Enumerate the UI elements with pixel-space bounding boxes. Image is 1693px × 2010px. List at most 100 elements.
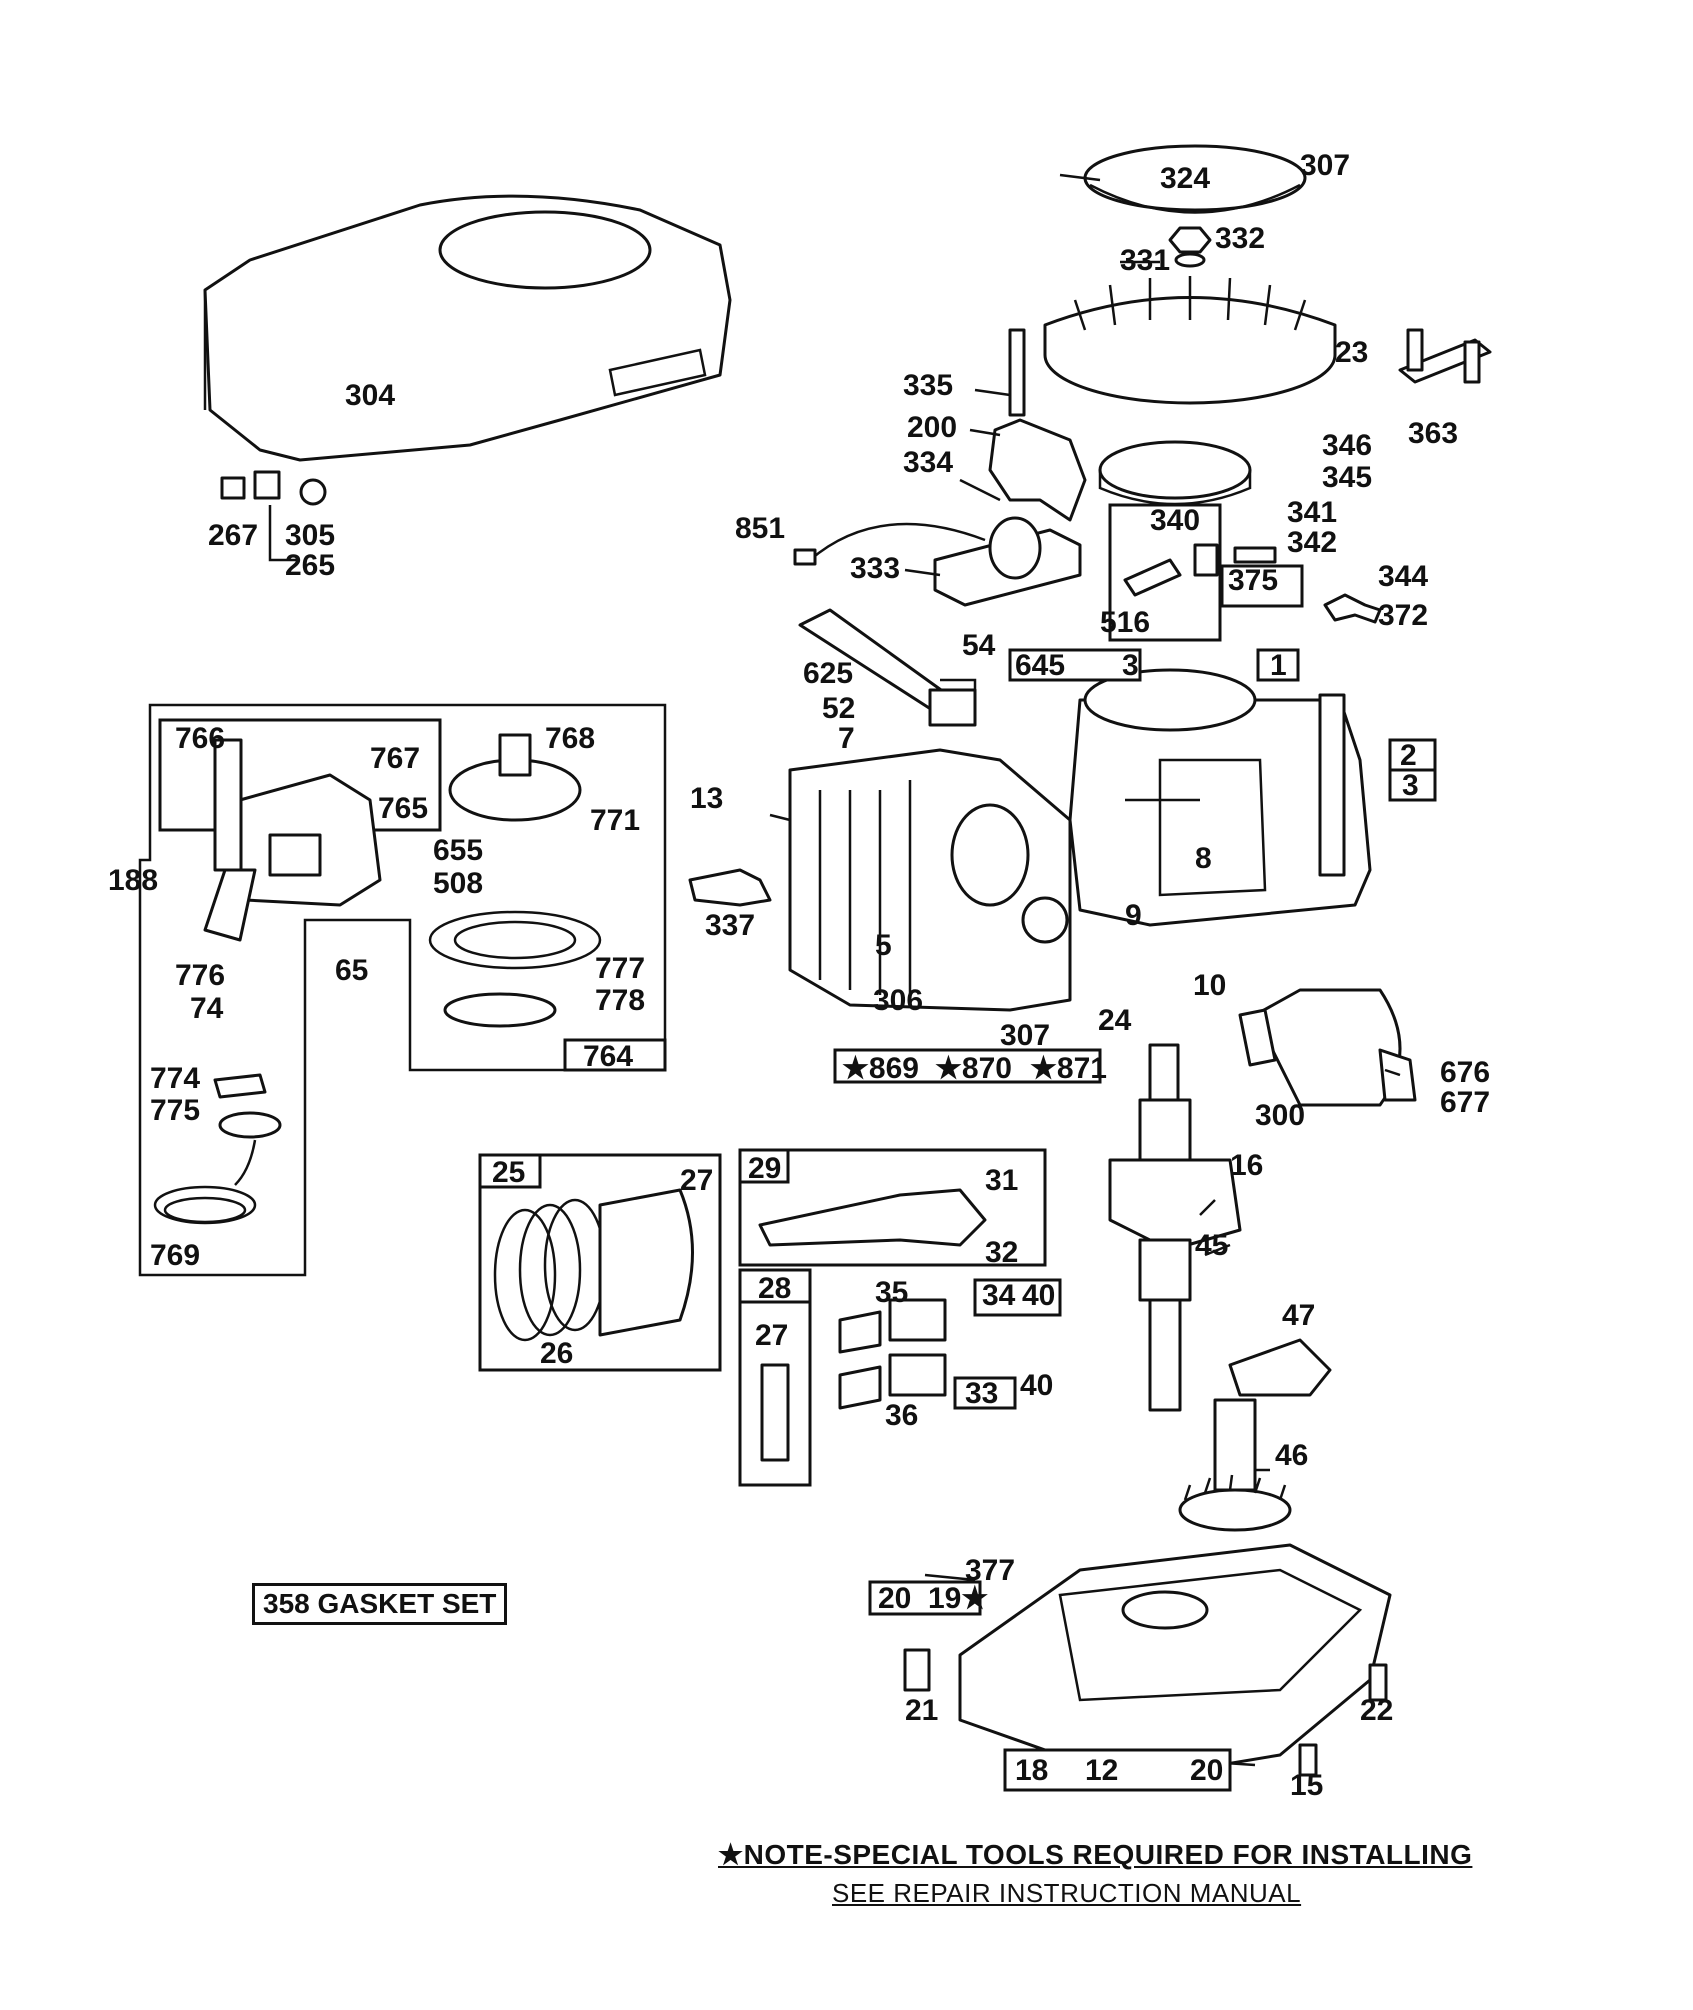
label-335: 335 <box>903 369 953 402</box>
label-1: 1 <box>1270 649 1287 682</box>
spark-plug <box>688 868 772 907</box>
crankshaft <box>1108 1043 1242 1412</box>
label-346: 346 <box>1322 429 1372 462</box>
label-265: 265 <box>285 549 335 582</box>
label-645: 645 <box>1015 649 1065 682</box>
label-625: 625 <box>803 657 853 690</box>
label-871-num: 871 <box>1057 1052 1107 1085</box>
flywheel-nut <box>1168 226 1212 268</box>
brake-bracket <box>988 328 1087 522</box>
brake-parts-box <box>1108 503 1304 642</box>
label-26: 26 <box>540 1337 573 1370</box>
label-20a: 20 <box>878 1582 911 1615</box>
label-768: 768 <box>545 722 595 755</box>
label-304: 304 <box>345 379 395 412</box>
label-33: 33 <box>965 1377 998 1410</box>
label-27a: 27 <box>680 1164 713 1197</box>
label-870: ★870 <box>935 1052 1012 1085</box>
label-851: 851 <box>735 512 785 545</box>
label-334: 334 <box>903 446 953 479</box>
governor-gear <box>1228 1338 1332 1397</box>
label-22: 22 <box>1360 1694 1393 1727</box>
label-341: 341 <box>1287 496 1337 529</box>
label-375: 375 <box>1228 564 1278 597</box>
label-25: 25 <box>492 1156 525 1189</box>
label-331: 331 <box>1120 244 1170 277</box>
label-13: 13 <box>690 782 723 815</box>
label-776: 776 <box>175 959 225 992</box>
label-676: 676 <box>1440 1056 1490 1089</box>
label-45: 45 <box>1195 1229 1228 1262</box>
label-345: 345 <box>1322 461 1372 494</box>
valve-springs <box>838 1278 1062 1410</box>
label-342: 342 <box>1287 526 1337 559</box>
label-516: 516 <box>1100 606 1150 639</box>
piston-kit-box <box>478 1153 722 1372</box>
label-771: 771 <box>590 804 640 837</box>
label-15: 15 <box>1290 1769 1323 1802</box>
label-300: 300 <box>1255 1099 1305 1132</box>
clip-372 <box>1323 593 1382 624</box>
label-677: 677 <box>1440 1086 1490 1119</box>
flywheel <box>1043 276 1337 405</box>
starter-pulley <box>448 733 582 822</box>
breather-tube <box>798 608 977 727</box>
label-65: 65 <box>335 954 368 987</box>
label-46: 46 <box>1275 1439 1308 1472</box>
label-47: 47 <box>1282 1299 1315 1332</box>
sump-bolts <box>903 1648 1388 1777</box>
label-767: 767 <box>370 742 420 775</box>
label-23: 23 <box>1335 336 1368 369</box>
starter-handle <box>153 1073 282 1225</box>
label-655: 655 <box>433 834 483 867</box>
label-10: 10 <box>1193 969 1226 1002</box>
label-3b: 3 <box>1402 769 1419 802</box>
valve-box <box>738 1268 812 1487</box>
label-774: 774 <box>150 1062 200 1095</box>
label-boxes <box>833 648 1437 1792</box>
label-29: 29 <box>748 1152 781 1185</box>
ignition-armature <box>793 516 1082 607</box>
cylinder-head <box>788 748 1072 1012</box>
label-2: 2 <box>1400 739 1417 772</box>
label-765: 765 <box>378 792 428 825</box>
label-24: 24 <box>1098 1004 1132 1037</box>
label-188: 188 <box>108 864 158 897</box>
starter-housing <box>203 738 382 942</box>
label-200: 200 <box>907 411 957 444</box>
label-307a: 307 <box>1300 149 1350 182</box>
label-40b: 40 <box>1020 1369 1053 1402</box>
label-508: 508 <box>433 867 483 900</box>
label-869-num: 869 <box>869 1052 919 1085</box>
blower-screws <box>220 470 327 562</box>
label-34: 34 <box>982 1279 1016 1312</box>
label-307b: 307 <box>1000 1019 1050 1052</box>
label-869: ★869 <box>842 1052 919 1085</box>
label-777: 777 <box>595 952 645 985</box>
label-19-num: 19 <box>928 1582 961 1615</box>
label-372: 372 <box>1378 599 1428 632</box>
label-363: 363 <box>1408 417 1458 450</box>
label-28: 28 <box>758 1272 791 1305</box>
label-764: 764 <box>583 1040 633 1073</box>
label-54: 54 <box>962 629 996 662</box>
label-5: 5 <box>875 929 892 962</box>
label-3a: 3 <box>1122 649 1139 682</box>
label-52: 52 <box>822 692 855 725</box>
label-766: 766 <box>175 722 225 755</box>
bracket-assembly <box>1398 328 1492 384</box>
label-31: 31 <box>985 1164 1018 1197</box>
repair-manual-note: SEE REPAIR INSTRUCTION MANUAL <box>832 1878 1302 1908</box>
gasket-set-label: 358 GASKET SET <box>252 1583 508 1625</box>
label-35: 35 <box>875 1276 908 1309</box>
label-871: ★871 <box>1030 1052 1107 1085</box>
label-74: 74 <box>190 992 224 1025</box>
label-306: 306 <box>873 984 923 1017</box>
label-7: 7 <box>838 722 855 755</box>
label-8: 8 <box>1195 842 1212 875</box>
label-20b: 20 <box>1190 1754 1223 1787</box>
label-324: 324 <box>1160 162 1210 195</box>
label-18: 18 <box>1015 1754 1048 1787</box>
part-labels: 324 307 332 331 23 363 335 200 346 345 3… <box>108 149 1490 1802</box>
